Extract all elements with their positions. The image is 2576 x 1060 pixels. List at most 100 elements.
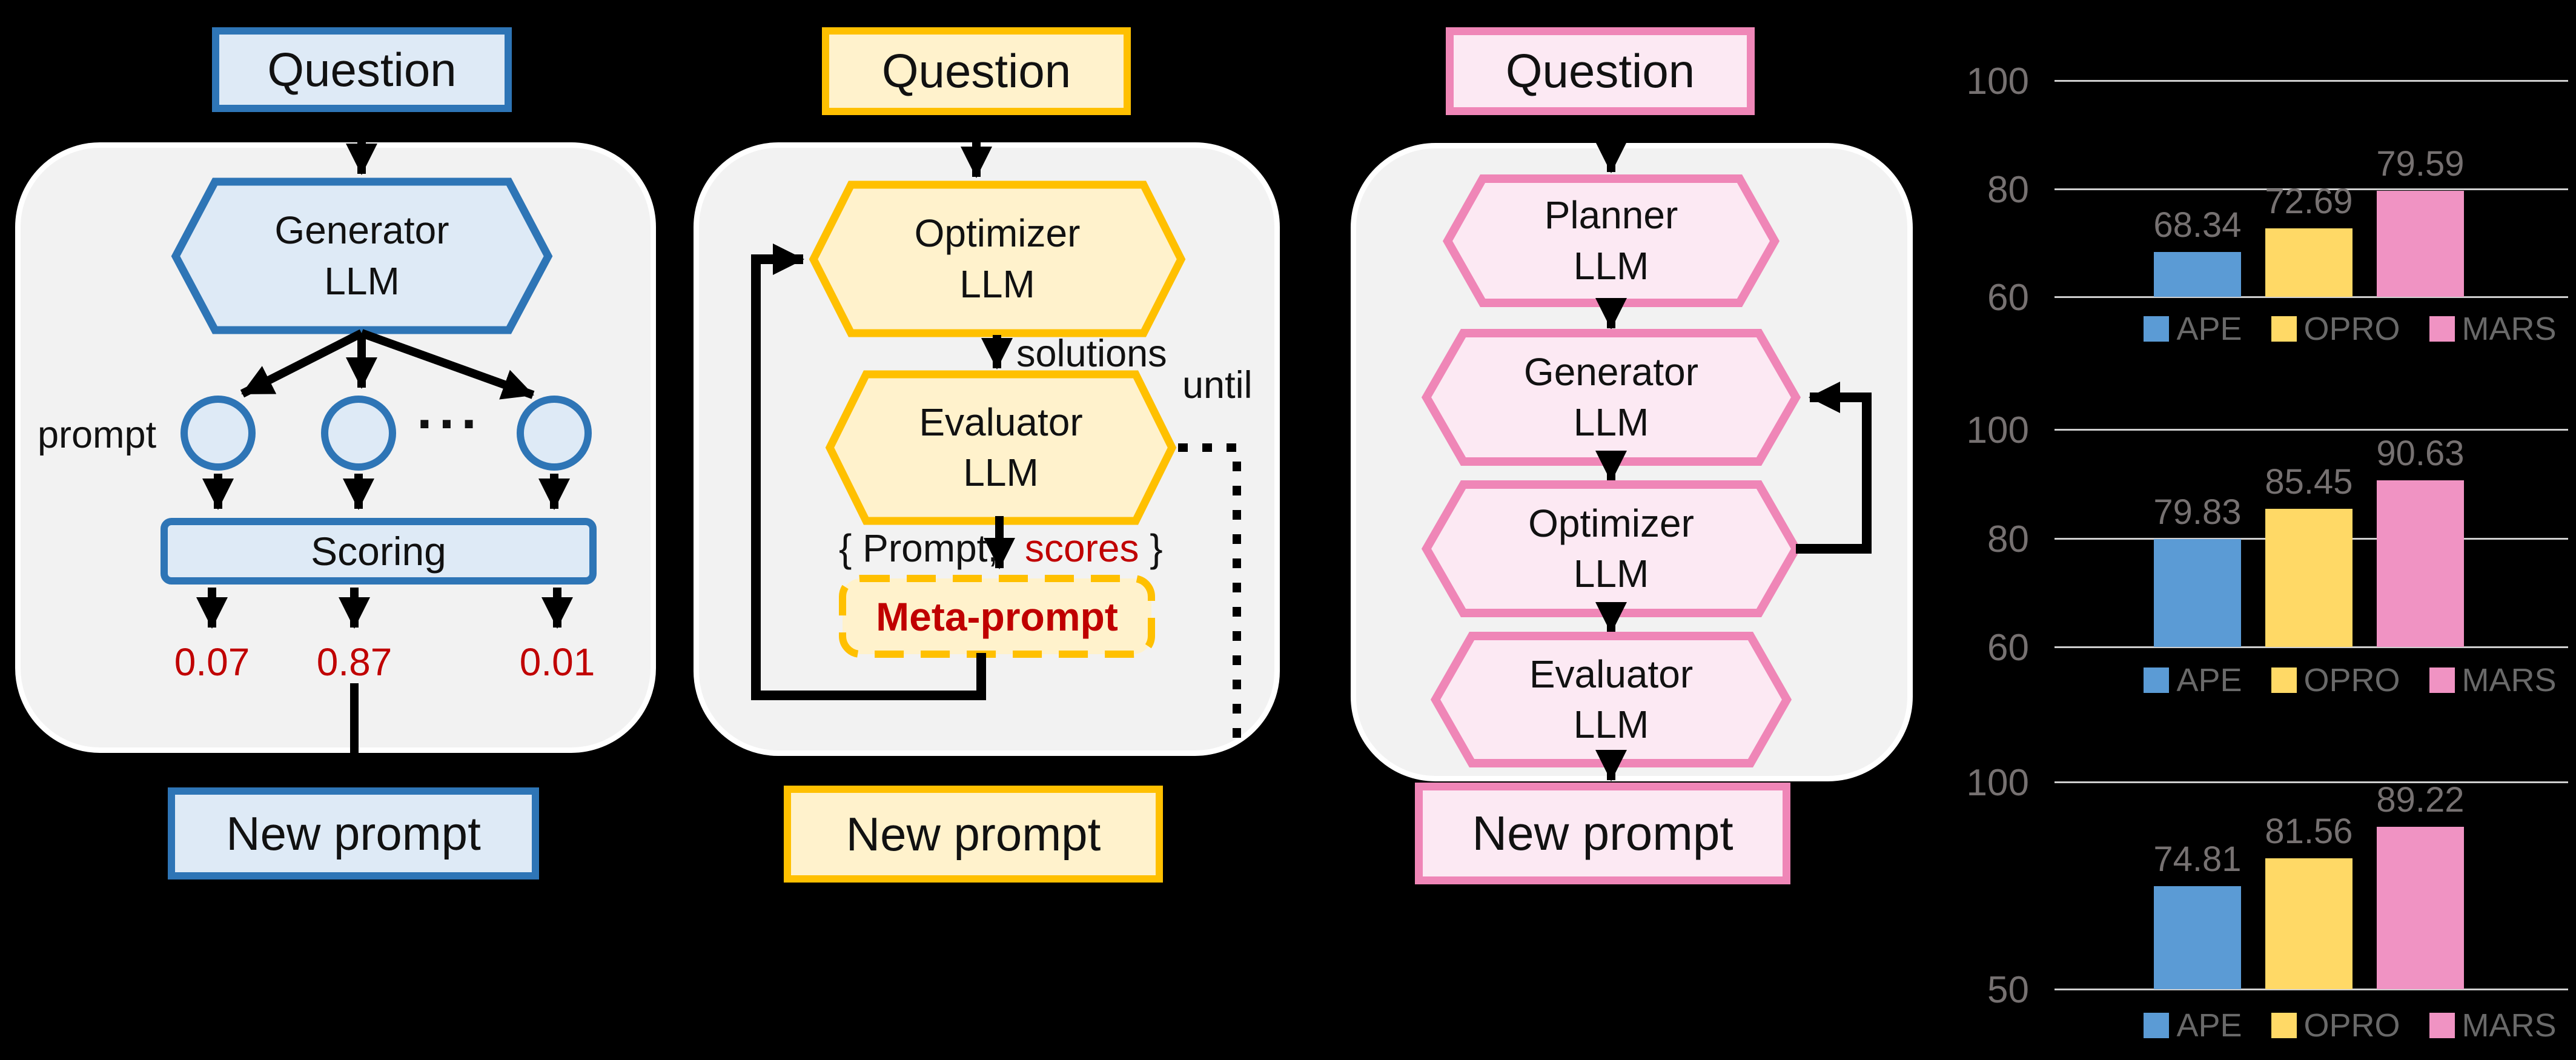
- prompt-label: prompt: [38, 414, 157, 456]
- bar-mars: [2377, 826, 2464, 989]
- until-arrowhead: [1167, 813, 1194, 844]
- question-box-b: Question: [822, 27, 1131, 115]
- y-tick-label: 100: [1966, 762, 2029, 804]
- tuple-right-group: scores }: [1025, 526, 1163, 571]
- meta-prompt-label: Meta-prompt: [876, 594, 1118, 639]
- legend-label-opro: OPRO: [2303, 311, 2400, 347]
- legend-label-ape: APE: [2176, 311, 2242, 347]
- legend-swatch-ape: [2144, 667, 2170, 693]
- bar-opro: [2265, 508, 2353, 647]
- gridline-50: [2055, 989, 2568, 990]
- question-label-c: Question: [1505, 44, 1695, 98]
- legend-swatch-opro: [2271, 667, 2297, 693]
- value-label-opro: 81.56: [2265, 812, 2353, 852]
- legend-swatch-mars: [2429, 1013, 2455, 1038]
- chart-legend: APE OPRO MARS: [2120, 1007, 2576, 1044]
- value-label-mars: 90.63: [2376, 434, 2465, 474]
- legend-swatch-mars: [2429, 316, 2455, 342]
- legend-item-ape: APE: [2144, 310, 2242, 348]
- question-box-a: Question: [212, 27, 512, 112]
- solutions-label: solutions: [1016, 333, 1167, 375]
- legend-item-opro: OPRO: [2271, 310, 2400, 348]
- value-label-mars: 79.59: [2376, 144, 2465, 184]
- new-prompt-label-a: New prompt: [226, 806, 481, 860]
- y-tick-label: 80: [1987, 168, 2029, 211]
- tuple-left-label: { Prompt,: [839, 526, 999, 570]
- new-prompt-label-b: New prompt: [846, 807, 1101, 861]
- y-tick-label: 100: [1966, 409, 2029, 451]
- new-prompt-box-b: New prompt: [784, 786, 1163, 883]
- y-tick-label: 60: [1987, 277, 2029, 319]
- generator-llm-label-c: Generator LLM: [1523, 349, 1699, 444]
- legend-item-mars: MARS: [2429, 661, 2557, 699]
- scoring-label: Scoring: [311, 529, 446, 574]
- optimizer-llm-label-c: Optimizer LLM: [1528, 501, 1694, 595]
- chart-legend: APE OPRO MARS: [2120, 310, 2576, 348]
- bar-opro: [2265, 858, 2353, 989]
- gridline-60: [2055, 296, 2568, 298]
- prompt-circle-3: [517, 396, 592, 471]
- value-label-mars: 89.22: [2376, 780, 2465, 820]
- y-tick-label: 60: [1987, 627, 2029, 669]
- legend-item-mars: MARS: [2429, 310, 2557, 348]
- y-tick-label: 50: [1987, 969, 2029, 1011]
- bar-opro: [2265, 228, 2353, 297]
- legend-label-mars: MARS: [2462, 662, 2557, 698]
- evaluator-llm-label-c: Evaluator LLM: [1529, 652, 1694, 746]
- y-tick-label: 100: [1966, 61, 2029, 102]
- score-value-2: 0.87: [316, 640, 392, 684]
- gridline-100: [2055, 429, 2568, 431]
- bar-mars: [2377, 191, 2464, 297]
- bar-ape: [2154, 251, 2241, 297]
- legend-item-mars: MARS: [2429, 1007, 2557, 1044]
- legend-item-ape: APE: [2144, 661, 2242, 699]
- value-label-ape: 68.34: [2153, 205, 2242, 245]
- legend-item-opro: OPRO: [2271, 1007, 2400, 1044]
- new-prompt-box-a: New prompt: [168, 787, 539, 879]
- question-label-a: Question: [267, 42, 457, 96]
- prompt-circle-1: [180, 396, 256, 471]
- chart-legend: APE OPRO MARS: [2120, 661, 2576, 699]
- value-label-opro: 85.45: [2265, 462, 2353, 502]
- score-value-1: 0.07: [174, 640, 250, 684]
- gridline-100: [2055, 781, 2568, 783]
- legend-swatch-mars: [2429, 667, 2455, 693]
- gridline-60: [2055, 646, 2568, 648]
- legend-label-ape: APE: [2176, 662, 2242, 698]
- legend-swatch-ape: [2144, 1013, 2170, 1038]
- question-box-c: Question: [1446, 27, 1755, 115]
- value-label-ape: 74.81: [2153, 840, 2242, 879]
- bar-mars: [2377, 480, 2464, 647]
- legend-swatch-opro: [2271, 316, 2297, 342]
- gridline-80: [2055, 188, 2568, 190]
- legend-item-ape: APE: [2144, 1007, 2242, 1044]
- planner-llm-label-c: Planner LLM: [1544, 193, 1678, 288]
- legend-item-opro: OPRO: [2271, 661, 2400, 699]
- legend-swatch-ape: [2144, 316, 2170, 342]
- optimizer-llm-label-b: Optimizer LLM: [914, 211, 1081, 306]
- legend-label-opro: OPRO: [2303, 1007, 2400, 1044]
- value-label-opro: 72.69: [2265, 181, 2353, 221]
- new-prompt-box-c: New prompt: [1415, 783, 1790, 884]
- question-label-b: Question: [881, 44, 1071, 98]
- legend-label-ape: APE: [2176, 1007, 2242, 1044]
- generator-llm-label-a: Generator LLM: [274, 208, 449, 303]
- tuple-right-brace: }: [1139, 526, 1163, 570]
- evaluator-llm-label-b: Evaluator LLM: [919, 400, 1083, 494]
- prompt-circle-2: [321, 396, 396, 471]
- gridline-100: [2055, 80, 2568, 82]
- scoring-box: Scoring: [161, 518, 597, 585]
- score-value-3: 0.01: [519, 640, 595, 684]
- bar-ape: [2154, 539, 2241, 647]
- y-tick-label: 80: [1987, 518, 2029, 560]
- value-label-ape: 79.83: [2153, 492, 2242, 532]
- bar-ape: [2154, 886, 2241, 989]
- tuple-scores-label: scores: [1025, 526, 1139, 570]
- ellipsis-dots: ···: [417, 393, 483, 455]
- new-prompt-label-c: New prompt: [1472, 806, 1733, 860]
- legend-label-mars: MARS: [2462, 311, 2557, 347]
- legend-swatch-opro: [2271, 1013, 2297, 1038]
